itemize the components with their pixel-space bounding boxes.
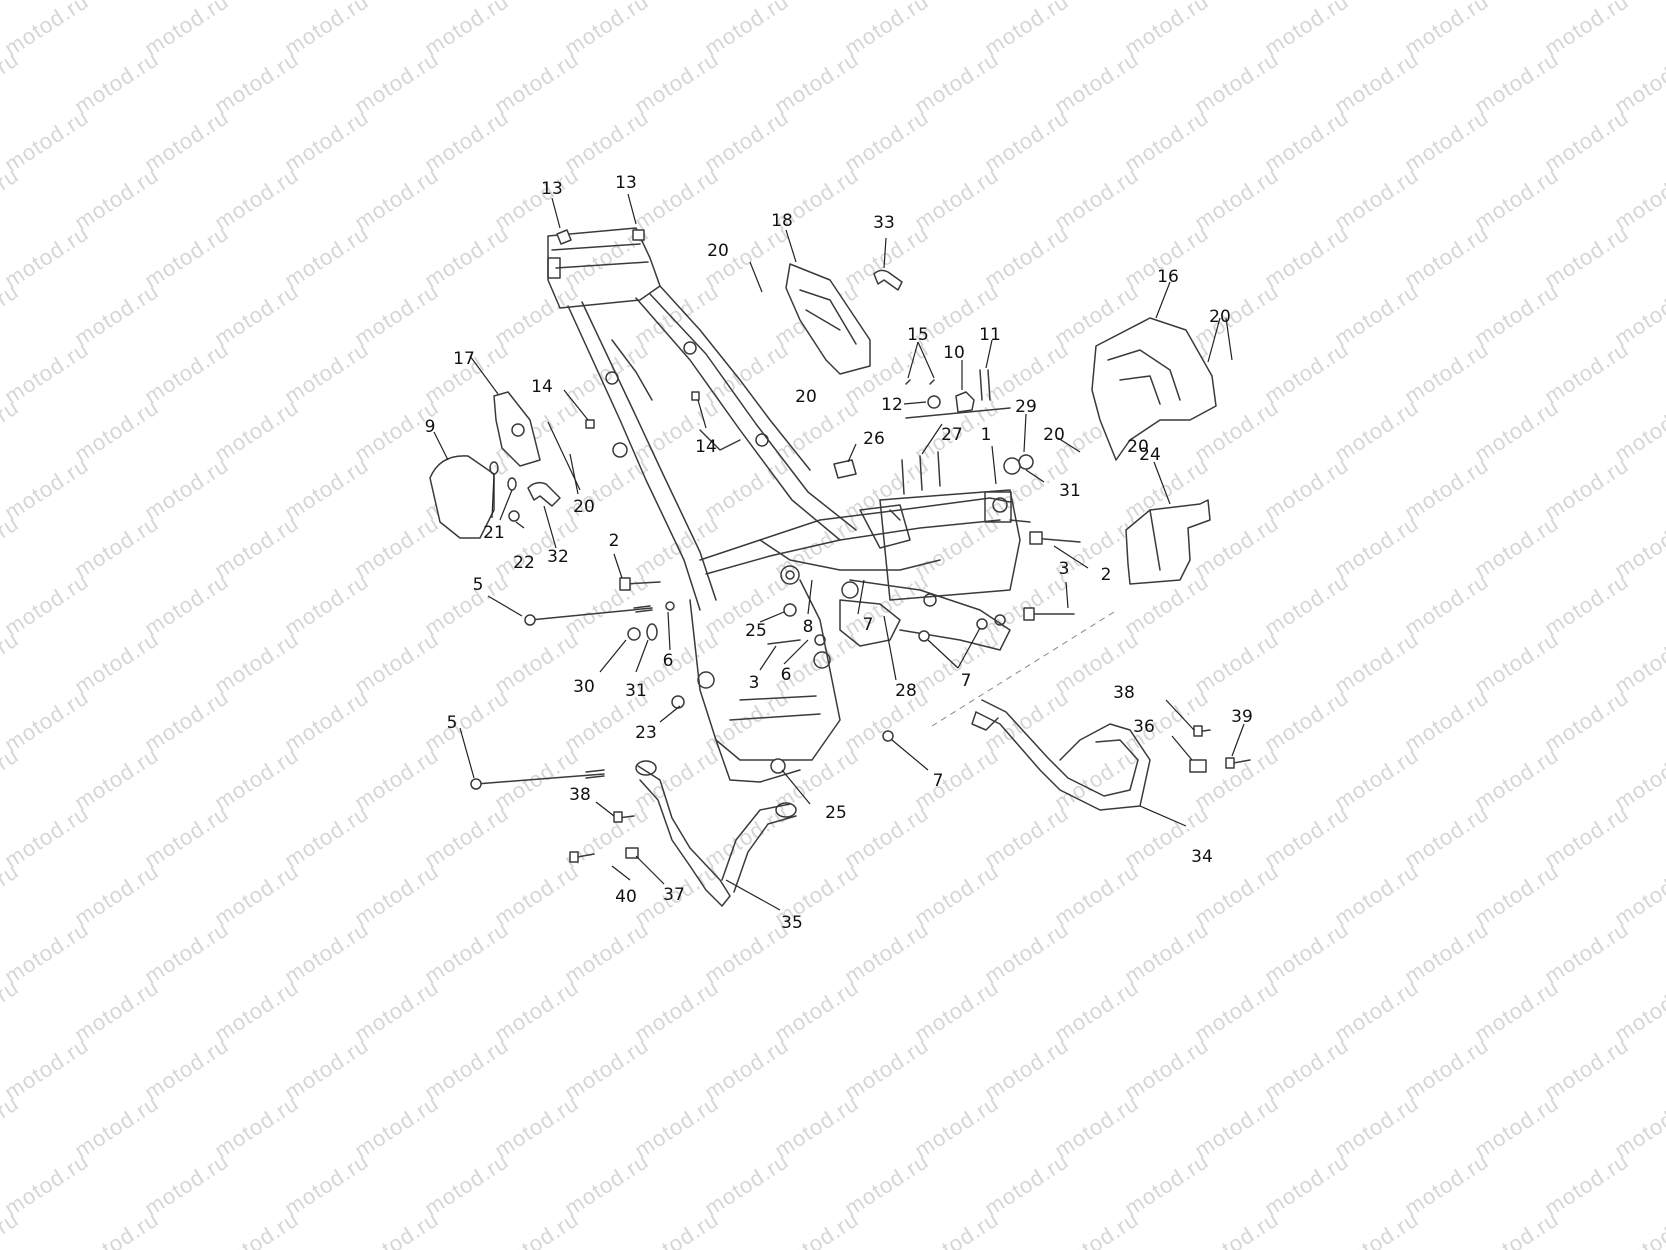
callout-3-right: 3 [1059, 559, 1070, 579]
callout-21: 21 [483, 523, 505, 543]
callout-27: 27 [941, 425, 963, 445]
part-29-washer [1018, 454, 1034, 470]
callout-23: 23 [635, 723, 657, 743]
part-31-ring-top [1003, 457, 1021, 475]
callout-14-left: 14 [531, 377, 553, 397]
callout-6-mid: 6 [781, 665, 792, 685]
part-25-nut-lower [770, 758, 786, 774]
part-26-bushing [833, 459, 857, 479]
callout-20-cover: 20 [1127, 437, 1149, 457]
part-18-cover [785, 263, 871, 375]
callout-13-left: 13 [541, 179, 563, 199]
callout-31-right: 31 [1059, 481, 1081, 501]
callout-17: 17 [453, 349, 475, 369]
part-5-long-bolt-lower [475, 773, 605, 785]
part-5-long-bolt-upper [529, 607, 653, 621]
part-22-bushing [508, 510, 520, 522]
part-9-cover [429, 455, 495, 539]
callout-9: 9 [425, 417, 436, 437]
part-13-left [556, 229, 572, 245]
callout-11: 11 [979, 325, 1001, 345]
callout-39: 39 [1231, 707, 1253, 727]
callout-34: 34 [1191, 847, 1213, 867]
part-21-ring-a [489, 461, 499, 475]
callout-7-upper: 7 [863, 615, 874, 635]
callout-40: 40 [615, 887, 637, 907]
callout-7-right: 7 [961, 671, 972, 691]
callout-20-right: 20 [1209, 307, 1231, 327]
part-27-pins [901, 451, 941, 495]
part-15-screws [905, 379, 935, 385]
callout-18: 18 [771, 211, 793, 231]
callout-5-upper: 5 [473, 575, 484, 595]
callout-20-cluster: 20 [1043, 425, 1065, 445]
callout-2-left: 2 [609, 531, 620, 551]
alignment-dash [931, 611, 1115, 727]
part-3-bolt-mid [767, 639, 801, 645]
callout-20-mid: 20 [795, 387, 817, 407]
main-frame [547, 227, 1031, 783]
part-30-washer [627, 627, 641, 641]
callout-10: 10 [943, 343, 965, 363]
callout-25-upper: 25 [745, 621, 767, 641]
callout-13-right: 13 [615, 173, 637, 193]
callout-31-left: 31 [625, 681, 647, 701]
callout-25-lower: 25 [825, 803, 847, 823]
callout-1: 1 [981, 425, 992, 445]
leader-lines [433, 193, 1245, 911]
callout-26: 26 [863, 429, 885, 449]
part-13-right [632, 229, 645, 241]
callout-5-lower: 5 [447, 713, 458, 733]
callout-22: 22 [513, 553, 535, 573]
callout-33: 33 [873, 213, 895, 233]
part-37-spacer [625, 847, 639, 859]
callout-37: 37 [663, 885, 685, 905]
part-6-spacer [665, 601, 675, 611]
callout-15: 15 [907, 325, 929, 345]
callout-16: 16 [1157, 267, 1179, 287]
part-7-washer-mid [918, 630, 930, 642]
callout-6-left: 6 [663, 651, 674, 671]
part-24-bracket [1125, 499, 1211, 585]
callout-35: 35 [781, 913, 803, 933]
part-25-nut-upper [783, 603, 797, 617]
part-31-ring [646, 623, 658, 641]
callout-29: 29 [1015, 397, 1037, 417]
part-7-washer-lower [882, 730, 894, 742]
callout-12: 12 [881, 395, 903, 415]
callout-36: 36 [1133, 717, 1155, 737]
callout-20-left: 20 [573, 497, 595, 517]
callout-20-top: 20 [707, 241, 729, 261]
callout-38-right: 38 [1113, 683, 1135, 703]
part-36-spacer [1189, 759, 1207, 773]
part-21-ring-b [507, 477, 517, 491]
callout-7-lower: 7 [933, 771, 944, 791]
callout-24: 24 [1139, 445, 1161, 465]
callout-28: 28 [895, 681, 917, 701]
callout-32: 32 [547, 547, 569, 567]
callout-2-right: 2 [1101, 565, 1112, 585]
part-10-mount [955, 391, 975, 413]
part-32-clip [527, 481, 561, 507]
callout-14-right: 14 [695, 437, 717, 457]
part-34-crash-bar [975, 699, 1151, 811]
part-23-bushing [671, 695, 685, 709]
part-14-nut-b [691, 391, 700, 401]
part-14-nut-a [585, 419, 595, 429]
part-7-washer-right [976, 618, 988, 630]
part-17-cover [493, 391, 541, 467]
callout-30: 30 [573, 677, 595, 697]
callout-numbers: 13 13 20 18 33 16 20 15 10 11 20 12 29 2… [425, 173, 1253, 933]
part-12-grommet [927, 395, 941, 409]
part-35-crash-bar [637, 765, 797, 907]
callout-38-left: 38 [569, 785, 591, 805]
callout-3-mid: 3 [749, 673, 760, 693]
part-33-clip [873, 269, 903, 291]
callout-8: 8 [803, 617, 814, 637]
